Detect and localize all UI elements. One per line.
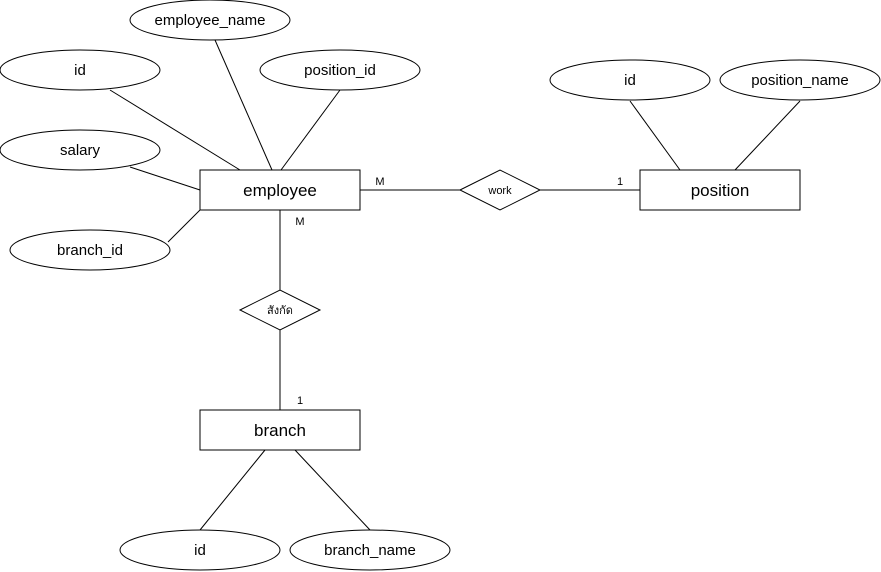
- entity-employee: employee: [199, 169, 361, 211]
- attribute-branch-id: branch_id: [9, 229, 171, 271]
- cardinality-belongs-branch: 1: [297, 395, 303, 407]
- attribute-label: id: [194, 542, 206, 559]
- edge-employee-id: [109, 89, 241, 171]
- attribute-salary: salary: [0, 129, 161, 171]
- entity-label: position: [691, 181, 750, 200]
- attribute-label: id: [624, 72, 636, 89]
- attribute-label: branch_id: [57, 242, 123, 259]
- relationship-label: สังกัด: [267, 305, 293, 317]
- entity-position: position: [639, 169, 801, 211]
- relationship-work: work: [458, 169, 542, 211]
- attribute-employee-id: id: [0, 49, 161, 91]
- attribute-employee-name: employee_name: [129, 0, 291, 41]
- edge-branch-id: [199, 449, 266, 531]
- entity-branch: branch: [199, 409, 361, 451]
- attribute-position-key-id: id: [549, 59, 711, 101]
- attribute-label: employee_name: [155, 12, 266, 29]
- relationship-belongs: สังกัด: [238, 289, 322, 331]
- connectors: [109, 39, 801, 531]
- attribute-position-name: position_name: [719, 59, 881, 101]
- edge-position-name: [734, 100, 801, 171]
- entity-label: branch: [254, 421, 306, 440]
- edge-position-id: [629, 100, 681, 171]
- attribute-label: branch_name: [324, 542, 416, 559]
- edge-employee-branch-id: [167, 209, 201, 243]
- attribute-label: position_id: [304, 62, 376, 79]
- relationship-label: work: [487, 185, 512, 197]
- attribute-position-id: position_id: [259, 49, 421, 91]
- attribute-label: salary: [60, 142, 101, 159]
- edge-employee-position-id: [280, 89, 341, 171]
- edge-employee-salary: [129, 166, 201, 191]
- edge-employee-name: [214, 39, 273, 171]
- cardinality-work-position: 1: [617, 176, 623, 188]
- attribute-branch-key-id: id: [119, 529, 281, 571]
- attribute-branch-name: branch_name: [289, 529, 451, 571]
- edge-branch-name: [294, 449, 371, 531]
- attribute-label: position_name: [751, 72, 849, 89]
- attribute-label: id: [74, 62, 86, 79]
- entity-label: employee: [243, 181, 317, 200]
- cardinality-work-employee: M: [375, 176, 384, 188]
- cardinality-belongs-employee: M: [295, 216, 304, 228]
